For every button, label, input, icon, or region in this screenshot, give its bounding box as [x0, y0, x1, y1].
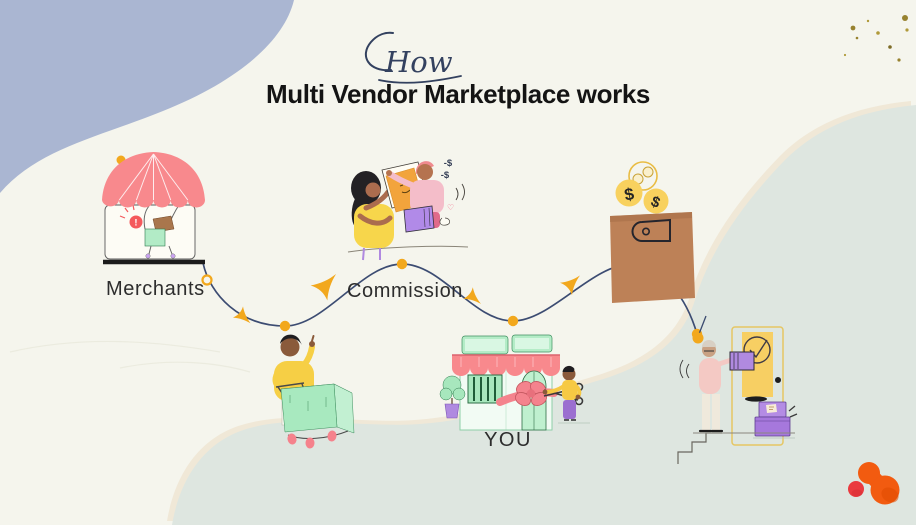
svg-text:!: !: [134, 218, 137, 229]
page-title: Multi Vendor Marketplace works: [266, 79, 650, 109]
commission-scene-icon: -$ -$ ♡: [347, 158, 469, 261]
gold-specks: [843, 15, 909, 62]
potted-plant-icon: [439, 375, 466, 419]
fee-text-2: -$: [441, 170, 450, 181]
heart-tag: ♡: [447, 203, 454, 212]
title-script-group: How: [364, 31, 462, 84]
faint-texture-line: [9, 340, 251, 373]
coin-dollar-icon-1: $: [615, 179, 643, 207]
delivery-door-icon: [677, 315, 798, 464]
purple-parcel-icon: [403, 205, 435, 233]
sage-blob: [172, 105, 916, 525]
svg-text:$: $: [623, 184, 636, 204]
motion-marks: [455, 183, 465, 201]
stairs-icon: [677, 432, 795, 464]
commission-label: Commission: [347, 280, 464, 302]
coin-dollar-icon-2: $: [643, 188, 669, 214]
title-script-text: How: [384, 45, 453, 79]
awning-icon: [102, 152, 205, 208]
paper-scribble: [439, 217, 450, 226]
logo-red-shade: [851, 489, 863, 497]
script-swash: [364, 31, 394, 72]
alert-badge-icon: !: [119, 204, 143, 229]
script-underline: [378, 75, 462, 84]
ribbon-cutter-person-icon: [542, 365, 590, 424]
logo-small-node: [858, 462, 880, 484]
wallet-icon: [610, 212, 695, 303]
merchant-stall-icon: !: [102, 152, 205, 265]
shop-window-icon: [467, 374, 503, 404]
stacked-parcels-icon: [753, 401, 798, 439]
held-parcel-icon: [729, 351, 755, 371]
buyer-woman-icon: [351, 171, 394, 261]
you-label: YOU: [484, 429, 532, 451]
fee-text-1: -$: [444, 158, 453, 169]
logo-shade: [881, 487, 899, 503]
brand-logo: [848, 462, 900, 505]
your-shop-icon: [439, 334, 590, 431]
payout-wallet-icon: $ $: [610, 161, 695, 303]
big-cart-icon: [275, 382, 355, 449]
pendulum-icon: [692, 315, 707, 344]
ribbon-bow-icon: [515, 381, 547, 406]
coin-outline-icon: [628, 161, 658, 191]
shopper-cart-icon: [272, 334, 355, 449]
seller-man-icon: [386, 161, 444, 228]
shop-sign-panels: [461, 334, 553, 355]
merchants-label: Merchants: [106, 278, 205, 300]
shopping-cart-icon: [143, 204, 180, 259]
table-line: [347, 245, 469, 253]
corner-blue-blob: [0, 0, 294, 193]
